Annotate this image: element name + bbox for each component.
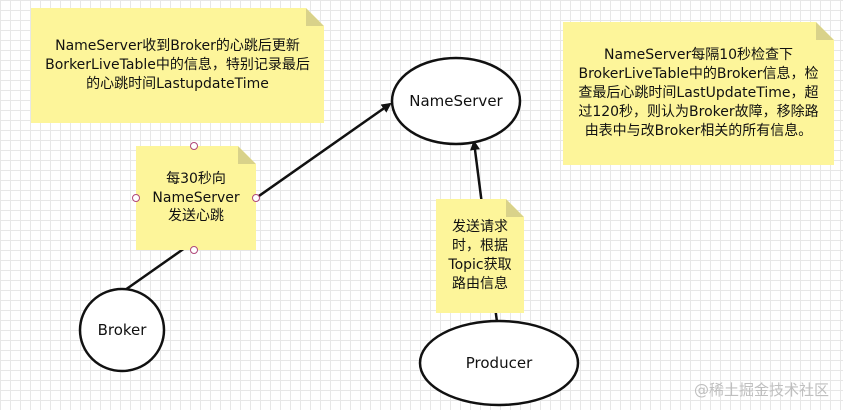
broker-node[interactable]: [78, 287, 166, 373]
note-nameserver-check[interactable]: NameServer每隔10秒检查下BrokerLiveTable中的Broke…: [563, 22, 834, 165]
note-broker-update[interactable]: NameServer收到Broker的心跳后更新BorkerLiveTable中…: [31, 8, 324, 123]
note-route-request-text: 发送请求时，根据Topic获取路由信息: [448, 219, 512, 292]
note-broker-update-text: NameServer收到Broker的心跳后更新BorkerLiveTable中…: [45, 38, 310, 92]
nameserver-node[interactable]: [390, 56, 522, 146]
selection-handle-left[interactable]: [132, 194, 140, 202]
watermark: @稀土掘金技术社区: [693, 381, 829, 399]
selection-handle-right[interactable]: [252, 194, 260, 202]
selection-handle-bottom[interactable]: [190, 246, 198, 254]
note-route-request[interactable]: 发送请求时，根据Topic获取路由信息: [436, 199, 524, 313]
producer-node[interactable]: [418, 319, 580, 407]
note-heartbeat[interactable]: 每30秒向NameServer发送心跳: [136, 146, 256, 250]
note-heartbeat-text: 每30秒向NameServer发送心跳: [152, 170, 240, 225]
selection-handle-top[interactable]: [190, 142, 198, 150]
note-nameserver-check-text: NameServer每隔10秒检查下BrokerLiveTable中的Broke…: [578, 47, 819, 139]
